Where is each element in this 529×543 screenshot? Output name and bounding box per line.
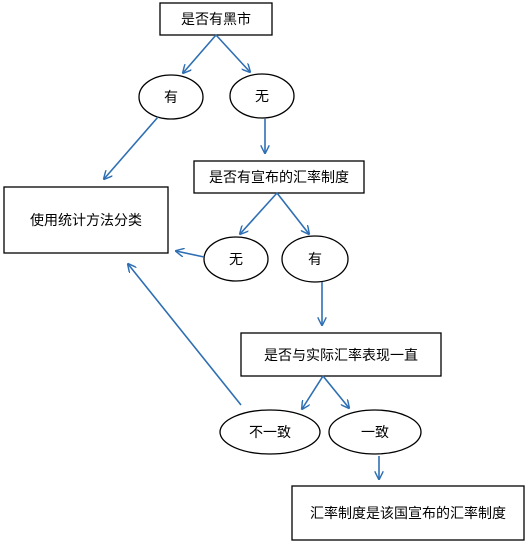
result-box: 汇率制度是该国宣布的汇率制度 (291, 485, 525, 541)
announced-regime-question-box: 是否有宣布的汇率制度 (193, 160, 365, 194)
arrow-bm-to-yes (183, 34, 217, 73)
black-market-yes-label: 有 (164, 90, 178, 106)
result-label: 汇率制度是该国宣布的汇率制度 (310, 505, 506, 522)
arrow-bm-to-no (215, 34, 250, 72)
inconsistent-oval: 不一致 (219, 409, 321, 455)
arrow-consistency-to-consistent (322, 375, 349, 408)
statistical-method-box: 使用统计方法分类 (3, 186, 169, 254)
arrow-announced-to-no (240, 192, 278, 234)
consistency-question-box: 是否与实际汇率表现一直 (240, 332, 442, 377)
announced-no-label: 无 (229, 252, 243, 268)
arrow-yes-to-stat (104, 116, 159, 179)
announced-no-oval: 无 (203, 236, 269, 282)
arrow-announced-to-yes (276, 192, 309, 234)
announced-yes-label: 有 (308, 252, 322, 268)
statistical-method-label: 使用统计方法分类 (30, 212, 142, 229)
arrow-consistency-to-inconsistent (302, 375, 324, 409)
consistency-question-label: 是否与实际汇率表现一直 (264, 347, 418, 364)
black-market-no-label: 无 (255, 89, 269, 105)
announced-regime-question-label: 是否有宣布的汇率制度 (209, 169, 349, 186)
arrow-announced-no-to-stat (176, 251, 205, 258)
black-market-question-label: 是否有黑市 (181, 11, 251, 28)
announced-yes-oval: 有 (281, 235, 349, 283)
black-market-yes-oval: 有 (138, 74, 204, 120)
arrow-inconsistent-to-stat (128, 264, 242, 406)
consistent-oval: 一致 (328, 409, 422, 455)
black-market-no-oval: 无 (229, 73, 295, 119)
black-market-question-box: 是否有黑市 (159, 2, 273, 36)
consistent-label: 一致 (361, 425, 389, 441)
inconsistent-label: 不一致 (249, 425, 291, 441)
